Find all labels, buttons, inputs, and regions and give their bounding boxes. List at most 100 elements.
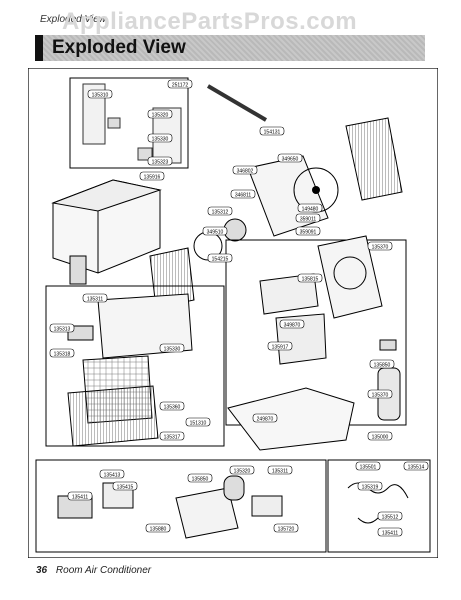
part-label: 349650 (282, 157, 299, 163)
part-label: 349870 (284, 323, 301, 329)
part-label: 135916 (144, 175, 161, 181)
part-label-box (147, 133, 173, 143)
part-label: 135411 (72, 495, 89, 501)
part-label: 151310 (190, 421, 207, 427)
part-label: 135317 (164, 435, 181, 441)
part-label-box (259, 126, 285, 136)
part-label-box (145, 523, 171, 533)
part-label: 349510 (207, 230, 224, 236)
part-label-box (377, 527, 403, 537)
part-label-box (207, 206, 233, 216)
part-label: 149480 (302, 207, 319, 213)
part-label-box (112, 481, 138, 491)
part-label: 135320 (152, 113, 169, 119)
panel-control-box (69, 77, 189, 169)
part-label-box (147, 156, 173, 166)
cabinet (51, 179, 162, 274)
section-label: Exploded View (40, 14, 106, 25)
part-label: 359091 (300, 230, 317, 236)
part-label-box (82, 293, 108, 303)
part-label-box (187, 473, 213, 483)
part-label: 135850 (374, 363, 391, 369)
part-label: 135501 (360, 465, 377, 471)
part-label: 135000 (372, 435, 389, 441)
part-label-box (49, 323, 75, 333)
base-pan (227, 387, 355, 451)
part-label-box (252, 413, 278, 423)
footer-text: Room Air Conditioner (55, 565, 152, 576)
part-label: 135415 (117, 485, 134, 491)
part-label: 135312 (212, 210, 229, 216)
part-label-box (357, 481, 383, 491)
part-label-box (267, 465, 293, 475)
part-label-box (87, 89, 113, 99)
part-label-box (295, 213, 321, 223)
rod-part (206, 84, 268, 122)
part-label: 135880 (150, 527, 167, 533)
part-label: 135815 (302, 277, 319, 283)
part-label-box (273, 523, 299, 533)
part-label-box (99, 469, 125, 479)
page-title: Exploded View (52, 37, 186, 58)
part-label-box (297, 273, 323, 283)
part-label-box (159, 401, 185, 411)
part-label-box (295, 226, 321, 236)
part-label: 154131 (264, 130, 281, 136)
part-label-box (159, 431, 185, 441)
part-label: 135319 (362, 485, 379, 491)
part-label: 135318 (54, 352, 71, 358)
part-label-box (267, 341, 293, 351)
part-label: 135850 (192, 477, 209, 483)
part-label-box (49, 348, 75, 358)
part-label: 135330 (164, 347, 181, 353)
part-label: 135411 (382, 531, 399, 537)
part-label: 346802 (237, 169, 254, 175)
part-label: 135311 (272, 469, 289, 475)
part-label: 135310 (92, 93, 109, 99)
panel-front-grille (45, 285, 225, 447)
panel-electrical (35, 459, 327, 553)
part-label-box (367, 431, 393, 441)
part-label-box (139, 171, 165, 181)
part-label: 135330 (152, 137, 169, 143)
part-label-box (367, 389, 393, 399)
part-label-box (230, 189, 256, 199)
panel-tubing (327, 459, 431, 553)
part-label: 251172 (172, 83, 189, 89)
part-label-box (207, 253, 233, 263)
part-label-box (67, 491, 93, 501)
title-bar (35, 35, 425, 61)
part-label: 135323 (152, 160, 169, 166)
part-label-box (355, 461, 381, 471)
part-label-box (297, 203, 323, 213)
part-label: 135413 (104, 473, 121, 479)
part-label-box (377, 511, 403, 521)
remote-part (69, 255, 87, 285)
part-labels: 135310 135320 251172 135330 135323 154131 3496… (49, 79, 429, 537)
part-label: 135370 (372, 393, 389, 399)
compressor (377, 339, 401, 421)
part-label-box (159, 343, 185, 353)
part-label-box (403, 461, 429, 471)
condenser-coil (345, 117, 403, 201)
part-label: 359011 (300, 217, 317, 223)
title-tab (35, 35, 43, 61)
part-label: 135313 (54, 327, 71, 333)
part-label: 135720 (278, 527, 295, 533)
part-label: 135320 (234, 469, 251, 475)
part-label-box (167, 79, 193, 89)
part-label-box (369, 359, 395, 369)
part-label: 135917 (272, 345, 289, 351)
part-label-box (277, 153, 303, 163)
part-label: 135311 (87, 297, 104, 303)
part-label: 154215 (212, 257, 229, 263)
watermark: AppliancePartsPros.com (62, 8, 358, 35)
part-label: 135514 (408, 465, 425, 471)
page-number: 36 (36, 565, 48, 576)
part-label-box (147, 109, 173, 119)
part-label-box (232, 165, 258, 175)
part-label-box (185, 417, 211, 427)
exploded-view-diagram: 135310 135320 251172 135330 135323 154131 3496… (28, 68, 438, 558)
page-footer: 36 Room Air Conditioner (36, 565, 151, 576)
evaporator-coil (149, 247, 195, 309)
